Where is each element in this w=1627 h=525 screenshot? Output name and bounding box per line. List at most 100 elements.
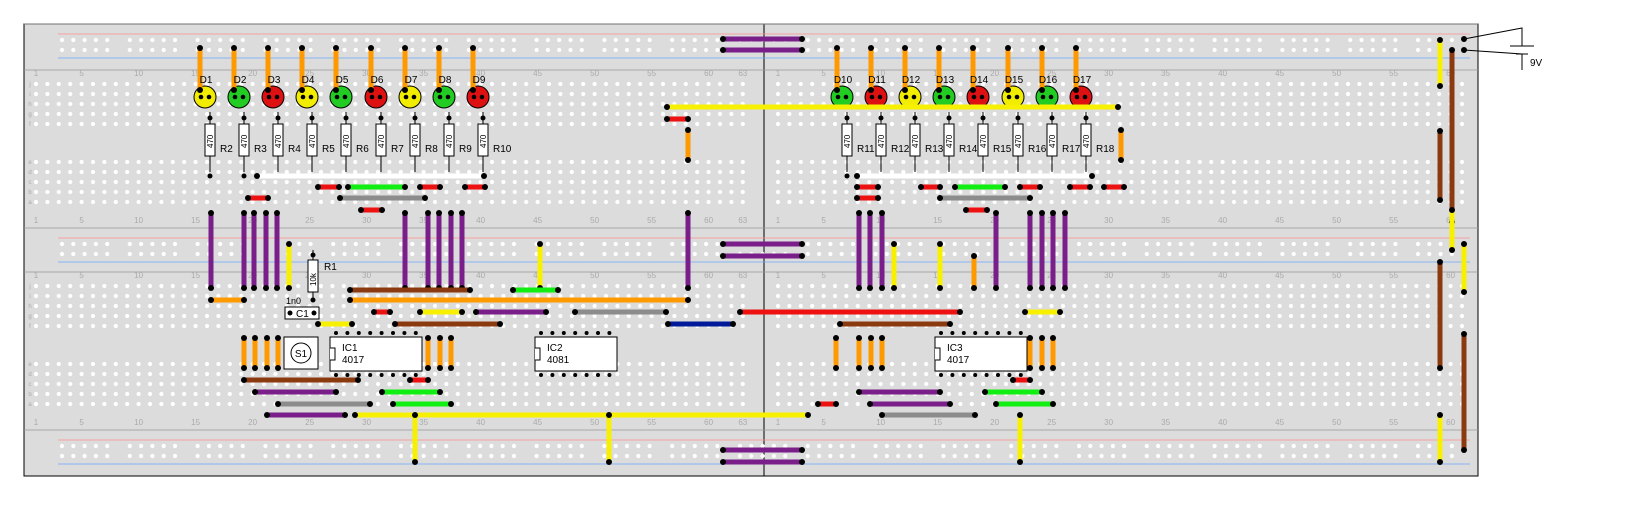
hole: [501, 283, 506, 289]
jumper-wire: [241, 210, 247, 291]
column-number: 40: [476, 271, 485, 280]
hole: [1152, 169, 1157, 175]
hole: [889, 361, 895, 367]
hole: [1095, 189, 1100, 195]
rail-hole: [1280, 453, 1285, 459]
hole: [672, 159, 677, 165]
hole: [159, 81, 164, 87]
hole: [1288, 91, 1294, 97]
hole: [958, 179, 963, 185]
hole: [1049, 179, 1054, 185]
hole: [1117, 361, 1123, 367]
wire-end: [342, 412, 348, 418]
hole: [1380, 81, 1385, 87]
rail-hole: [1359, 47, 1364, 53]
rail-hole: [975, 443, 980, 449]
hole: [1049, 323, 1054, 329]
hole: [969, 391, 974, 397]
hole: [1277, 111, 1282, 117]
ic-pin: [950, 331, 955, 335]
rail-hole: [1348, 47, 1353, 53]
wire-end: [879, 335, 885, 341]
hole: [524, 303, 529, 309]
hole: [227, 381, 232, 387]
jumper-wire: [1461, 241, 1467, 295]
row-letter: f: [29, 122, 31, 128]
hole: [558, 303, 563, 309]
wire-end: [555, 287, 561, 293]
led-anode-wire: [1073, 45, 1079, 93]
rail-hole: [647, 241, 652, 247]
hole: [832, 323, 838, 329]
hole: [1254, 81, 1259, 87]
rail-hole: [1382, 453, 1387, 459]
rail-hole: [161, 251, 166, 257]
hole: [318, 81, 324, 87]
hole: [1300, 323, 1305, 329]
wire-end: [481, 173, 487, 179]
hole: [1311, 313, 1316, 319]
hole: [353, 303, 358, 309]
hole: [193, 361, 198, 367]
rail-hole: [365, 251, 370, 257]
rail-hole: [1088, 37, 1093, 43]
column-number: 30: [362, 271, 371, 280]
rail-hole: [1246, 251, 1251, 257]
hole: [125, 381, 130, 387]
wire-end: [402, 45, 408, 51]
jumper-wire: [473, 309, 549, 315]
hole: [79, 199, 84, 205]
hole: [216, 199, 221, 205]
hole: [706, 371, 711, 377]
hole: [740, 189, 745, 195]
hole: [261, 81, 267, 87]
rail-hole: [240, 443, 245, 449]
wire-end: [1115, 104, 1121, 110]
hole: [1095, 371, 1100, 377]
hole: [798, 313, 803, 319]
hole: [649, 391, 654, 397]
rail-hole: [218, 241, 223, 247]
hole: [1311, 283, 1316, 289]
hole: [45, 283, 50, 289]
hole: [1003, 121, 1009, 127]
hole: [672, 361, 677, 367]
hole: [113, 81, 118, 87]
led-label: D13: [936, 75, 955, 86]
rail-hole: [489, 37, 494, 43]
hole: [432, 371, 438, 377]
hole: [90, 391, 96, 397]
resistor-pin: [912, 115, 918, 121]
hole: [1345, 189, 1351, 195]
hole: [626, 159, 631, 165]
rail-hole: [489, 241, 494, 247]
ic-pin: [391, 373, 395, 377]
hole: [867, 199, 872, 205]
wire-end: [275, 401, 281, 407]
hole: [353, 121, 358, 127]
hole: [695, 303, 700, 309]
wire-end: [336, 184, 342, 190]
wire-end: [197, 87, 203, 93]
hole: [729, 81, 734, 87]
hole: [204, 391, 210, 397]
rail-hole: [240, 47, 245, 53]
rail-hole: [1031, 241, 1036, 247]
hole: [227, 199, 232, 205]
rail-hole: [1144, 37, 1149, 43]
hole: [512, 323, 517, 329]
hole: [489, 391, 495, 397]
ic-pin: [1018, 373, 1023, 377]
led-pin: [937, 94, 943, 100]
hole: [1106, 391, 1111, 397]
hole: [603, 179, 609, 185]
rail-hole: [1325, 47, 1330, 53]
hole: [672, 303, 677, 309]
hole: [204, 401, 210, 407]
jumper-wire: [254, 173, 487, 179]
rail-hole: [1427, 443, 1432, 449]
row-letter: g: [28, 314, 31, 320]
hole: [136, 361, 141, 367]
hole: [1174, 169, 1180, 175]
hole: [981, 381, 986, 387]
